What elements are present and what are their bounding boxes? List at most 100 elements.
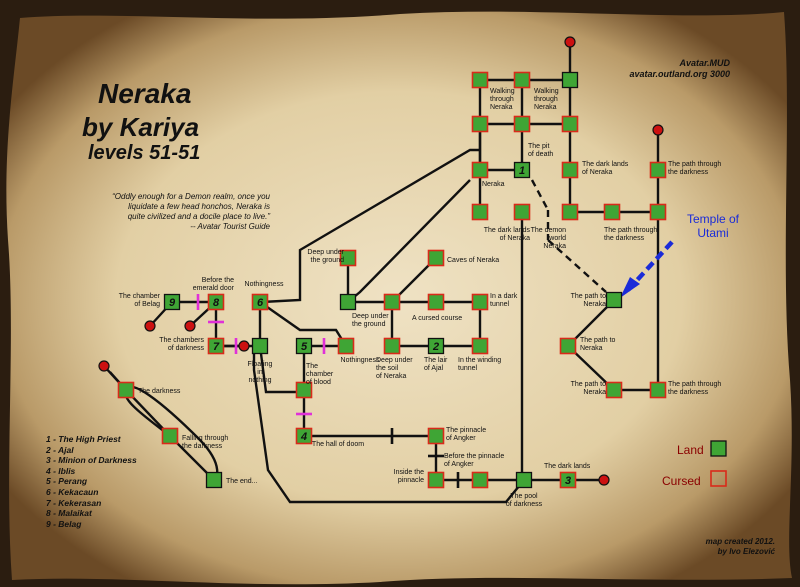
room-square bbox=[559, 471, 577, 489]
room-walking1 bbox=[471, 71, 489, 89]
room-square bbox=[117, 381, 135, 399]
mob-entry: 8 - Malaikat bbox=[46, 508, 92, 519]
room-square bbox=[383, 293, 401, 311]
boss-number: 3 bbox=[565, 475, 571, 487]
boss-number: 4 bbox=[300, 431, 307, 443]
room-path-dark-bot bbox=[649, 381, 667, 399]
room-pit: 1 bbox=[513, 161, 531, 179]
room-the-end bbox=[205, 471, 223, 489]
room-square bbox=[513, 115, 531, 133]
server-address: avatar.outland.org 3000 bbox=[629, 69, 730, 79]
mob-entry: 5 - Perang bbox=[46, 476, 88, 487]
room-label: Neraka bbox=[482, 181, 505, 188]
room-n4 bbox=[471, 203, 489, 221]
area-exit-marker bbox=[184, 320, 196, 332]
room-falling bbox=[161, 427, 179, 445]
room-connection bbox=[261, 148, 480, 304]
room-square bbox=[515, 471, 533, 489]
room-path-neraka2 bbox=[559, 337, 577, 355]
room-hall-doom: 4 bbox=[295, 427, 313, 445]
room-n7 bbox=[295, 381, 313, 399]
room-chamber-blood: 5 bbox=[295, 337, 313, 355]
mob-entry: 2 - Ajal bbox=[46, 444, 74, 455]
room-walking2 bbox=[513, 71, 531, 89]
room-square bbox=[207, 337, 225, 355]
room-nothingness1: 6 bbox=[251, 293, 269, 311]
room-label: A cursed course bbox=[412, 315, 462, 322]
room-pool bbox=[515, 471, 533, 489]
room-label: Caves of Neraka bbox=[447, 257, 499, 264]
mob-entry: 7 - Kekerasan bbox=[46, 497, 102, 508]
room-connection bbox=[547, 239, 607, 293]
room-pinnacle bbox=[427, 427, 445, 445]
area-levels: levels 51-51 bbox=[88, 142, 201, 164]
room-n8 bbox=[471, 471, 489, 489]
room-winding-tunnel bbox=[471, 337, 489, 355]
room-deep-ground bbox=[339, 249, 357, 267]
legend-cursed-label: Cursed bbox=[662, 474, 701, 488]
boss-number: 7 bbox=[213, 341, 220, 353]
room-square bbox=[561, 115, 579, 133]
boss-number: 9 bbox=[169, 297, 176, 309]
area-exit-marker bbox=[564, 36, 576, 48]
room-deep-ground2 bbox=[339, 293, 357, 311]
room-the-darkness bbox=[117, 381, 135, 399]
temple-line: Temple of bbox=[686, 212, 740, 226]
room-square bbox=[427, 471, 445, 489]
room-square bbox=[471, 115, 489, 133]
room-chamber-belag: 9 bbox=[163, 293, 181, 311]
room-square bbox=[513, 161, 531, 179]
temple-arrow-head bbox=[620, 277, 640, 298]
room-square bbox=[471, 337, 489, 355]
room-square bbox=[605, 291, 623, 309]
mob-entry: 3 - Minion of Darkness bbox=[46, 455, 137, 466]
legend-land-label: Land bbox=[677, 443, 704, 457]
room-n1 bbox=[471, 115, 489, 133]
mob-entry: 9 - Belag bbox=[46, 518, 82, 529]
room-path-dark-mid bbox=[603, 203, 621, 221]
room-connection bbox=[530, 179, 550, 211]
room-darklands-top bbox=[561, 161, 579, 179]
room-square bbox=[251, 337, 269, 355]
legend-cursed-swatch bbox=[710, 470, 727, 487]
area-exit-marker bbox=[144, 320, 156, 332]
area-exit-marker bbox=[98, 360, 110, 372]
room-square bbox=[427, 427, 445, 445]
boss-number: 2 bbox=[432, 341, 439, 353]
mob-entry: 6 - Kekacaun bbox=[46, 486, 99, 497]
temple-arrow-shaft bbox=[626, 240, 674, 292]
room-label: The darkness bbox=[138, 388, 181, 395]
room-connection bbox=[252, 346, 525, 504]
room-square bbox=[383, 337, 401, 355]
room-square bbox=[513, 71, 531, 89]
room-darklands-mid bbox=[513, 203, 531, 221]
room-square bbox=[427, 293, 445, 311]
map-credit: map created 2012. by Ivo Elezović bbox=[706, 537, 775, 557]
server-info: Avatar.MUD avatar.outland.org 3000 bbox=[629, 58, 730, 80]
room-square bbox=[427, 249, 445, 267]
room-square bbox=[295, 427, 313, 445]
temple-line: Utami bbox=[697, 226, 729, 240]
room-square bbox=[513, 203, 531, 221]
room-square bbox=[207, 293, 225, 311]
room-chambers-dark: 7 bbox=[207, 337, 225, 355]
room-square bbox=[559, 337, 577, 355]
quote-line: liquidate a few head honchos, Neraka is bbox=[128, 202, 270, 211]
